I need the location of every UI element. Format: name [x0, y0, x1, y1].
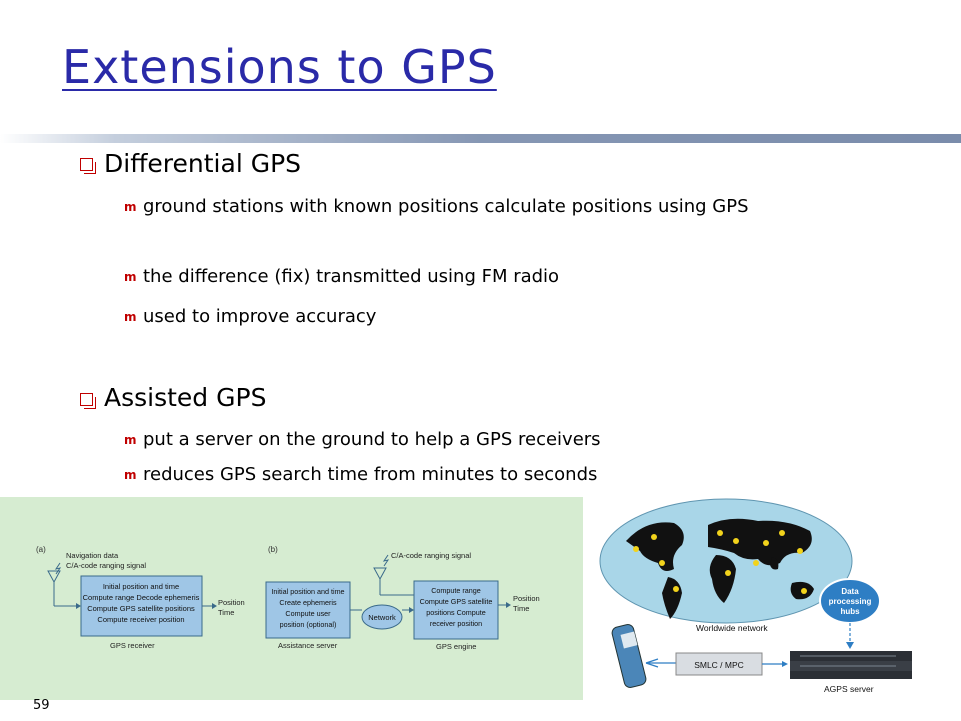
bullet-assisted-gps: Assisted GPS: [104, 383, 267, 412]
sub-bullet-accuracy: used to improve accuracy: [143, 306, 377, 327]
sub-bullet-icon: m: [124, 270, 136, 284]
engine-box-line: Compute GPS satellite: [420, 597, 493, 606]
bullet-square-icon: [80, 158, 96, 174]
worldwide-network-label: Worldwide network: [696, 623, 768, 633]
slide-number: 59: [33, 698, 50, 713]
server-box-line: Compute user: [285, 609, 331, 618]
receiver-box-line: Initial position and time: [103, 582, 179, 591]
ca-code-signal-label-b: C/A-code ranging signal: [391, 551, 471, 560]
network-node: [361, 604, 403, 630]
sub-bullet-search-time: reduces GPS search time from minutes to …: [143, 464, 598, 485]
position-output-b: Position: [513, 594, 540, 603]
receiver-box-line: Compute receiver position: [97, 615, 184, 624]
sub-bullet-icon: m: [124, 200, 136, 214]
panel-a-label: (a): [36, 545, 46, 554]
gps-receiver-caption: GPS receiver: [110, 641, 155, 650]
title-divider: [0, 134, 961, 143]
time-output-a: Time: [218, 608, 234, 617]
agps-server-label: AGPS server: [824, 684, 874, 694]
agps-server-icon: [790, 651, 912, 679]
sub-bullet-difference-fix: the difference (fix) transmitted using F…: [143, 266, 560, 287]
gps-diagram-svg: (a) Navigation data C/A-code ranging sig…: [36, 545, 540, 651]
panel-b-label: (b): [268, 545, 278, 554]
server-box-line: position (optional): [280, 620, 337, 629]
server-box-line: Create ephemeris: [279, 598, 337, 607]
assistance-server-caption: Assistance server: [278, 641, 338, 650]
engine-box-line: Compute range: [431, 586, 481, 595]
ca-code-signal-label: C/A-code ranging signal: [66, 561, 146, 570]
receiver-box-line: Compute GPS satellite positions: [87, 604, 195, 613]
bullet-differential-gps: Differential GPS: [104, 149, 302, 178]
sub-bullet-icon: m: [124, 433, 136, 447]
engine-box-line: receiver position: [430, 619, 482, 628]
navigation-data-label: Navigation data: [66, 551, 119, 560]
continents: [626, 518, 814, 619]
time-output-b: Time: [513, 604, 529, 613]
gps-engine-caption: GPS engine: [436, 642, 476, 651]
slide-title: Extensions to GPS: [62, 40, 497, 94]
antenna-icon: [47, 562, 62, 606]
receiver-box-line: Compute range Decode ephemeris: [83, 593, 200, 602]
gps-engine-box: [413, 580, 499, 640]
network-label: Network: [368, 613, 396, 622]
hubs-label-line: Data: [841, 587, 859, 596]
sub-bullet-ground-stations: ground stations with known positions cal…: [143, 196, 749, 217]
hubs-label-line: hubs: [840, 607, 860, 616]
gps-architecture-diagram: (a) Navigation data C/A-code ranging sig…: [0, 497, 583, 700]
smlc-mpc-label: SMLC / MPC: [694, 660, 744, 670]
hub-location-dots: [633, 530, 807, 594]
antenna-icon: [373, 554, 414, 596]
bullet-square-icon: [80, 393, 96, 409]
server-box-line: Initial position and time: [271, 587, 344, 596]
gps-receiver-box: [80, 575, 203, 637]
position-output-a: Position: [218, 598, 245, 607]
agps-illustration-svg: Worldwide network Data processing hubs S…: [599, 498, 912, 694]
sub-bullet-icon: m: [124, 468, 136, 482]
engine-box-line: positions Compute: [426, 608, 486, 617]
hubs-label-line: processing: [829, 597, 872, 606]
sub-bullet-server-ground: put a server on the ground to help a GPS…: [143, 429, 601, 450]
agps-network-illustration: Worldwide network Data processing hubs S…: [596, 493, 930, 703]
mobile-phone-icon: [611, 624, 647, 688]
sub-bullet-icon: m: [124, 310, 136, 324]
